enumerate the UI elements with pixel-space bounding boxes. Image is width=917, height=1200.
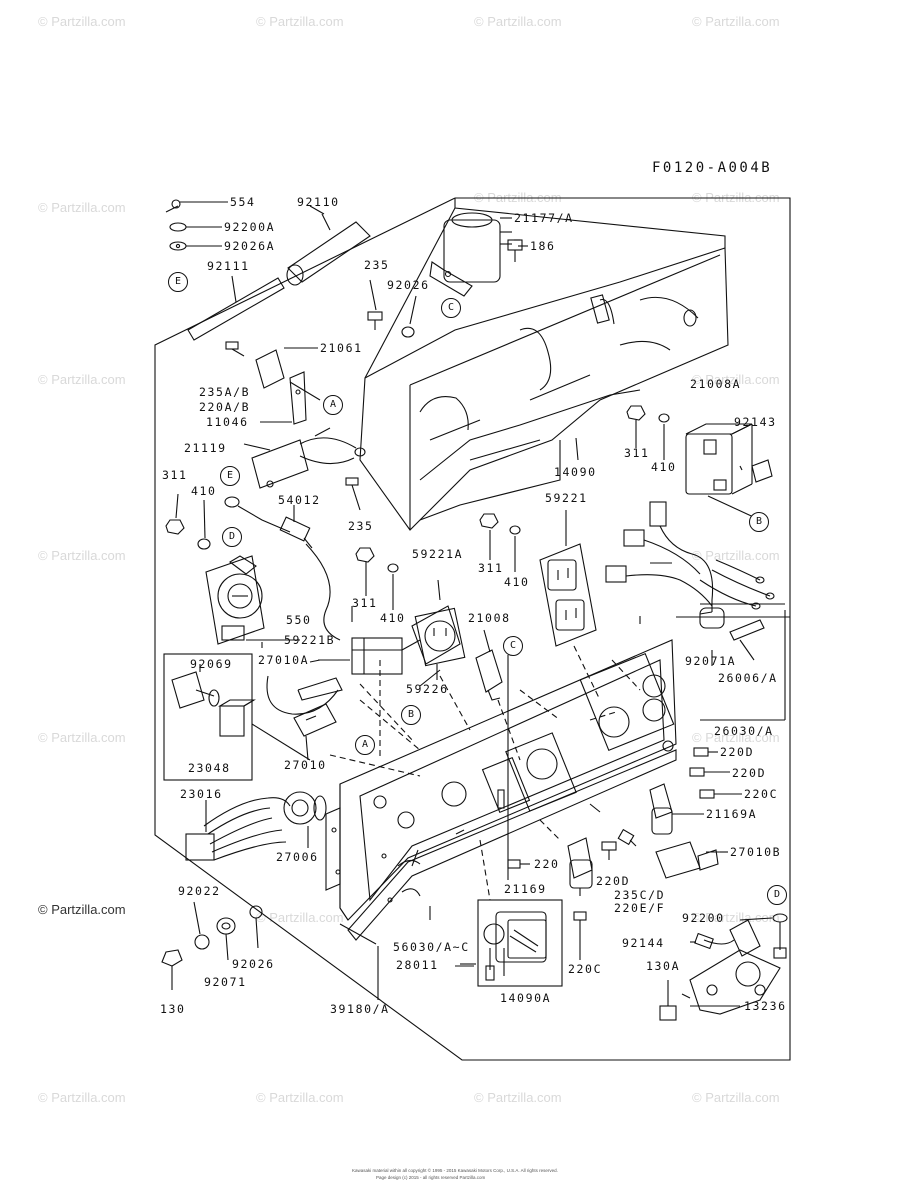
- part-label: 220D: [596, 874, 631, 888]
- part-label: 311: [624, 446, 650, 460]
- callout-c-mid: C: [503, 636, 523, 656]
- part-label: 21119: [184, 441, 227, 455]
- part-label: 130A: [646, 959, 681, 973]
- part-label: 220A/B: [199, 400, 251, 414]
- part-label: 130: [160, 1002, 186, 1016]
- part-label: 220: [534, 857, 560, 871]
- part-label: 92026: [232, 957, 275, 971]
- part-label: 27010: [284, 758, 327, 772]
- part-label: 23016: [180, 787, 223, 801]
- part-label: 39180/A: [330, 1002, 390, 1016]
- diagram-code: F0120-A004B: [652, 160, 773, 176]
- part-label: 27006: [276, 850, 319, 864]
- watermark: © Partzilla.com: [692, 372, 780, 387]
- part-label: 235C/D: [614, 888, 666, 902]
- part-label: 92071: [204, 975, 247, 989]
- callout-a-top: A: [323, 395, 343, 415]
- watermark: © Partzilla.com: [38, 372, 126, 387]
- watermark: © Partzilla.com: [38, 1090, 126, 1105]
- part-label: 92022: [178, 884, 221, 898]
- copyright-line: Page design (c) 2015 - all rights reserv…: [376, 1175, 486, 1180]
- part-label: 410: [504, 575, 530, 589]
- watermark: © Partzilla.com: [256, 1090, 344, 1105]
- part-label: 11046: [206, 415, 249, 429]
- part-label: 550: [286, 613, 312, 627]
- part-label: 410: [191, 484, 217, 498]
- watermark: © Partzilla.com: [692, 910, 780, 925]
- part-label: 235: [348, 519, 374, 533]
- part-label: 56030/A~C: [393, 940, 470, 954]
- watermark: © Partzilla.com: [692, 1090, 780, 1105]
- callout-a-mid: A: [355, 735, 375, 755]
- part-label: 410: [651, 460, 677, 474]
- callout-e-top: E: [168, 272, 188, 292]
- watermark: © Partzilla.com: [38, 14, 126, 29]
- part-label: 235: [364, 258, 390, 272]
- part-label: 92071A: [685, 654, 737, 668]
- part-label: 14090A: [500, 991, 552, 1005]
- part-label: 21008: [468, 611, 511, 625]
- part-label: 21061: [320, 341, 363, 355]
- part-label: 28011: [396, 958, 439, 972]
- part-label: 311: [162, 468, 188, 482]
- watermark: © Partzilla.com: [256, 910, 344, 925]
- part-label: 21008A: [690, 377, 742, 391]
- callout-d-bottom: D: [767, 885, 787, 905]
- part-label: 26030/A: [714, 724, 774, 738]
- watermark: © Partzilla.com: [692, 730, 780, 745]
- part-label: 220D: [732, 766, 767, 780]
- part-label: 92143: [734, 415, 777, 429]
- part-label: 92026: [387, 278, 430, 292]
- watermark: © Partzilla.com: [38, 200, 126, 215]
- part-label: 13236: [744, 999, 787, 1013]
- part-label: 21169A: [706, 807, 758, 821]
- part-label: 235A/B: [199, 385, 251, 399]
- part-label: 27010A: [258, 653, 310, 667]
- part-label: 92110: [297, 195, 340, 209]
- watermark: © Partzilla.com: [474, 1090, 562, 1105]
- part-label: 59221B: [284, 633, 336, 647]
- part-label: 23048: [188, 761, 231, 775]
- part-label: 92144: [622, 936, 665, 950]
- watermark-main: © Partzilla.com: [38, 902, 126, 917]
- part-label: 59226: [406, 682, 449, 696]
- part-label: 186: [530, 239, 556, 253]
- part-label: 92200A: [224, 220, 276, 234]
- watermark: © Partzilla.com: [692, 548, 780, 563]
- part-label: 311: [478, 561, 504, 575]
- watermark: © Partzilla.com: [474, 14, 562, 29]
- part-label: 27010B: [730, 845, 782, 859]
- copyright-line: Kawasaki material within all copyright ©…: [352, 1168, 558, 1173]
- part-label: 14090: [554, 465, 597, 479]
- part-label: 220E/F: [614, 901, 666, 915]
- callout-c-top: C: [441, 298, 461, 318]
- part-label: 26006/A: [718, 671, 778, 685]
- part-label: 92111: [207, 259, 250, 273]
- part-label: 410: [380, 611, 406, 625]
- callout-e-mid: E: [220, 466, 240, 486]
- part-label: 59221A: [412, 547, 464, 561]
- part-label: 311: [352, 596, 378, 610]
- part-label: 92200: [682, 911, 725, 925]
- watermark: © Partzilla.com: [256, 14, 344, 29]
- part-label: 220D: [720, 745, 755, 759]
- watermark: © Partzilla.com: [38, 548, 126, 563]
- part-label: 21169: [504, 882, 547, 896]
- watermark: © Partzilla.com: [38, 730, 126, 745]
- callout-b-right: B: [749, 512, 769, 532]
- callout-d-mid: D: [222, 527, 242, 547]
- watermark: © Partzilla.com: [692, 14, 780, 29]
- part-label: 92069: [190, 657, 233, 671]
- part-label: 92026A: [224, 239, 276, 253]
- part-label: 59221: [545, 491, 588, 505]
- part-label: 21177/A: [514, 211, 574, 225]
- part-label: 554: [230, 195, 256, 209]
- part-label: 220C: [568, 962, 603, 976]
- assembly-frame-outline: [154, 197, 791, 1061]
- part-label: 54012: [278, 493, 321, 507]
- callout-b-mid: B: [401, 705, 421, 725]
- part-label: 220C: [744, 787, 779, 801]
